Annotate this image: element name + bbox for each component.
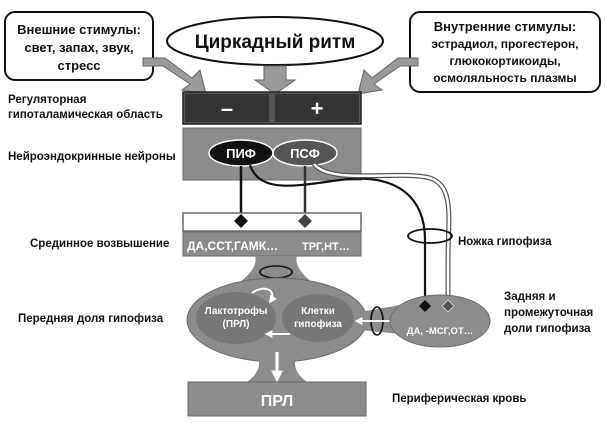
anterior-lobe-label: Передняя доля гипофиза [18,313,164,325]
regulatory-label-1: Регуляторная [8,94,86,106]
circadian-rhythm-label: Циркадный ритм [195,32,356,53]
psf-terminal [298,214,312,228]
posterior-label-3: доли гипофиза [504,323,591,335]
pif-label: ПИФ [226,146,256,161]
minus-sign: – [221,96,233,121]
median-eminence-label: Срединное возвышение [30,238,169,250]
neuroendocrine-label: Нейроэндокринные нейроны [8,151,176,163]
lactotrophs [196,292,276,344]
internal-stimuli-list-2: глюкокортикоиды, [449,54,560,68]
circadian-rhythm-ellipse: Циркадный ритм [166,16,384,66]
median-eminence-hormones-right: ТРГ,НТ… [302,241,350,253]
pituitary-stalk-ring [407,228,453,244]
median-eminence-hormones-left: ДА,ССТ,ГАМК… [187,239,278,253]
external-stimuli-list: свет, запах, звук, [24,40,133,55]
pituitary-cells-label: Клетки [301,306,335,317]
peripheral-blood-label: Периферическая кровь [392,393,526,405]
external-stimuli-box: Внешние стимулы: свет, запах, звук, стре… [4,11,154,81]
neuroendocrine-block: ПИФ ПСФ [182,127,362,181]
internal-stimuli-arrow [357,57,419,95]
pif-terminal [234,214,248,228]
portal-vessel [240,256,312,282]
lactotrophs-label: Лактотрофы [205,305,268,317]
external-stimuli-list-2: стресс [57,58,100,73]
internal-stimuli-list-3: осмоляльность плазмы [433,71,576,85]
pif-posterior-terminal [419,300,431,312]
internal-stimuli-title: Внутренние стимулы: [434,19,577,34]
regulatory-bar: – + [182,91,362,125]
prl-label: ПРЛ [261,393,293,410]
median-eminence-block: ДА,ССТ,ГАМК… ТРГ,НТ… [182,212,362,257]
pituitary-cells-label-2: гипофиза [294,318,342,330]
circadian-arrow [253,65,297,95]
peripheral-blood: ПРЛ [187,381,367,417]
lactotrophs-prl: (ПРЛ) [223,319,250,330]
stimulatory-box [275,94,359,122]
posterior-label-2: промежуточная [504,307,593,319]
posterior-hormones: ДА, -МСГ,ОТ… [407,326,474,337]
posterior-lobe: ДА, -МСГ,ОТ… [389,294,491,348]
external-stimuli-arrow [142,57,207,95]
posterior-label-1: Задняя и [504,291,556,303]
external-stimuli-title: Внешние стимулы: [17,22,141,37]
autocrine-arrow [251,287,277,304]
inhibitory-box [185,94,269,122]
psf-label: ПСФ [290,146,320,161]
internal-stimuli-list-1: эстрадиол, прогестерон, [431,37,578,51]
anterior-pituitary: Лактотрофы (ПРЛ) Клетки гипофиза [186,277,368,363]
plus-sign: + [311,96,324,121]
posterior-anterior-connector [360,305,400,334]
regulatory-label-2: гипоталамическая область [8,109,163,121]
pituitary-cells [282,294,354,342]
pituitary-stalk-label: Ножка гипофиза [458,236,552,248]
psf-posterior-terminal [441,299,455,313]
internal-stimuli-box: Внутренние стимулы: эстрадиол, прогестер… [409,11,601,93]
